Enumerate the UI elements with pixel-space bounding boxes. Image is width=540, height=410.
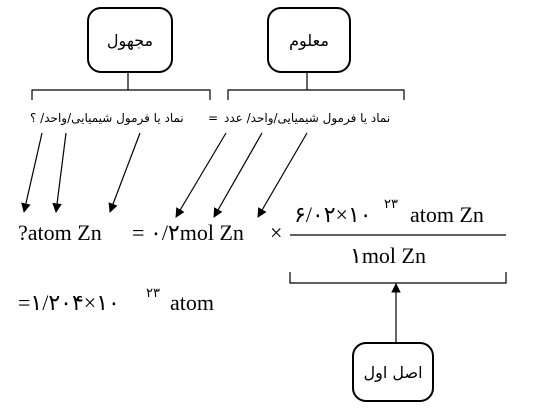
arrow-zn-left: [108, 132, 141, 213]
numerator-base: ۶/۰۲×۱۰: [294, 202, 372, 227]
denominator: ۱mol Zn: [350, 243, 426, 268]
unknown-bracket: [31, 89, 211, 100]
equation-times: ×: [270, 220, 283, 245]
unknown-label: مجهول: [106, 30, 154, 50]
fraction-bracket: [289, 272, 507, 284]
result-unit: atom: [170, 290, 214, 315]
unknown-description: نماد یا فرمول شیمیایی/واحد/ ؟: [30, 111, 184, 125]
numerator-unit: atom Zn: [410, 202, 484, 227]
arrow-mol: [213, 132, 263, 218]
arrow-zn-right: [257, 132, 308, 218]
arrow-number: [175, 132, 227, 218]
result-exponent: ۲۳: [146, 285, 160, 300]
known-description: نماد یا فرمول شیمیایی/واحد/ عدد: [224, 111, 391, 125]
numerator-exponent: ۲۳: [384, 196, 398, 211]
first-principle-box: اصل اول: [352, 342, 434, 402]
arrow-atom: [52, 132, 67, 213]
result-value: =۱/۲۰۴×۱۰: [18, 290, 120, 315]
equation-equals: =: [132, 220, 145, 245]
known-label: معلوم: [289, 30, 329, 50]
known-bracket: [227, 89, 405, 100]
unknown-box: مجهول: [87, 7, 173, 73]
first-principle-label: اصل اول: [363, 362, 423, 382]
arrow-question: [21, 132, 43, 213]
equals-sign-small: =: [208, 111, 219, 125]
equation-lhs: ?atom Zn: [18, 220, 102, 245]
known-box: معلوم: [267, 7, 351, 73]
equation-quantity: ۰/۲mol Zn: [150, 220, 244, 245]
